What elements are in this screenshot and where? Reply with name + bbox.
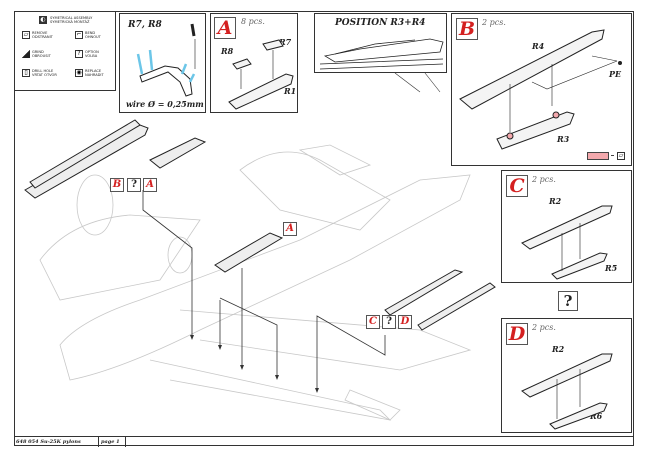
callout-a-mid: A [283,222,297,236]
pylon-left-2 [149,137,207,169]
position-drawing [319,38,444,70]
panel-a-letter: A [214,17,236,39]
pylon-right-2 [417,282,496,331]
replace-swatch [587,152,609,160]
engine-nacelle-outline [239,151,391,231]
panel-a-drawing [228,39,294,110]
callout-option: ? [382,315,396,329]
part-label: R6 [590,411,603,421]
part-label: R2 [552,344,565,354]
option-icon: ? [75,50,83,58]
panel-c-letter: C [506,175,528,197]
part-label: R7 [279,37,292,47]
position-panel-title: POSITION R3+R4 [335,18,426,28]
page-frame [14,11,634,446]
swatch-equals [611,155,614,156]
panel-d-drawing [521,353,613,430]
tail-outline [298,144,372,176]
panel-a: A 8 pcs. R8 R7 R1 [210,13,298,113]
wheel2-outline [167,236,193,274]
callout-option: ? [127,178,141,192]
wing-lower-outline [149,359,392,421]
leader-line-4 [219,297,278,375]
leader-line-5 [316,315,386,388]
callout-a: A [143,178,157,192]
part-label: R1 [284,86,297,96]
part-label: PE [609,69,622,79]
part-label: R5 [605,263,618,273]
callout-b: B [110,178,124,192]
intake-outline [39,214,201,301]
part-label: R8 [221,46,234,56]
fuselage-outline [59,174,471,381]
panel-d-letter: D [506,323,528,345]
leader-line-1 [142,190,193,335]
panel-b-count: 2 pcs. [482,18,506,27]
wingtip-outline [344,389,401,421]
option-mark: ? [558,291,578,311]
footer-code: 648 054 Su-25K pylons [14,437,99,447]
callout-c: C [366,315,380,329]
remove-icon: ▱ [22,31,30,39]
replace-icon: ◉ [75,69,83,77]
grind-icon [22,50,30,58]
footer: 648 054 Su-25K pylons page 1 [14,436,634,447]
symmetrical-assembly-icon: ◐ [39,16,47,24]
callout-d: D [398,315,412,329]
part-label: R2 [549,196,562,206]
panel-d: D 2 pcs. R2 R6 [501,318,632,433]
wire-panel-title: R7, R8 [128,20,162,30]
arrow-head [190,335,194,340]
panel-c: C 2 pcs. R2 R5 [501,170,632,283]
pylon-right-1 [384,269,464,316]
wire-note: wire Ø = 0,25mm [126,99,204,109]
part-label: R4 [532,41,545,51]
position-panel: POSITION R3+R4 [314,13,447,73]
remove-icon: ▱ [617,152,625,160]
wing-outline [179,309,472,371]
panel-a-count: 8 pcs. [241,17,265,26]
pylon-mid [214,232,284,273]
panel-b-drawing [459,29,622,150]
panel-c-count: 2 pcs. [532,175,556,184]
wheel-outline [76,174,114,236]
panel-b-letter: B [456,18,478,40]
wire-panel: R7, R8 wire Ø = 0,25mm [119,13,206,113]
panel-c-drawing [521,205,613,280]
drill-hole-icon: ▯ [22,69,30,77]
panel-b: B 2 pcs. R4 PE R3 ▱ [451,13,632,166]
wire-part-drawing [136,23,196,97]
part-label: R3 [557,134,570,144]
footer-page: page 1 [99,437,126,447]
bend-icon: ⌐ [75,31,83,39]
panel-d-count: 2 pcs. [532,323,556,332]
